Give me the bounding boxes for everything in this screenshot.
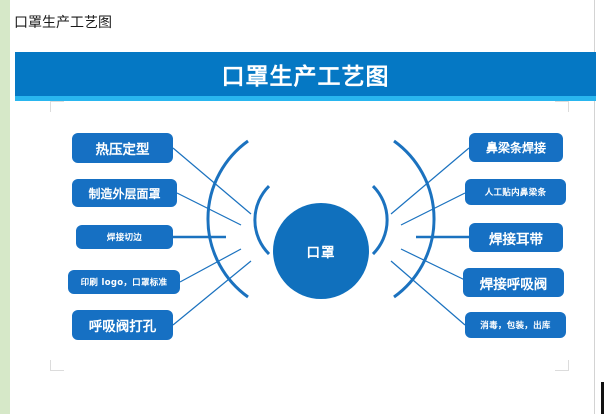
crop-mark-top-left: [50, 101, 64, 112]
diagram-center-node[interactable]: 口罩: [273, 203, 369, 299]
right-inner-arc: [371, 184, 389, 256]
left-connector-5: [172, 260, 252, 326]
crop-mark-bottom-right: [555, 360, 569, 371]
process-node-left-2[interactable]: 制造外层面罩: [72, 179, 177, 207]
right-connector-1: [390, 147, 470, 215]
process-node-right-4[interactable]: 焊接呼吸阀: [463, 268, 564, 297]
process-node-right-2[interactable]: 人工贴内鼻梁条: [465, 179, 566, 205]
left-connector-1: [172, 147, 252, 215]
process-node-left-4[interactable]: 印刷 logo，口罩标准: [68, 270, 180, 294]
right-connector-2: [400, 192, 466, 226]
left-connector-2: [176, 192, 242, 226]
process-node-left-1[interactable]: 热压定型: [72, 133, 173, 163]
process-node-left-3[interactable]: 焊接切边: [76, 225, 173, 249]
right-connector-5: [390, 260, 466, 326]
process-node-right-5[interactable]: 消毒，包装，出库: [465, 312, 566, 338]
left-outer-arc: [206, 139, 249, 299]
process-diagram: 热压定型 制造外层面罩 焊接切边 印刷 logo，口罩标准 呼吸阀打孔 鼻梁条焊…: [20, 101, 604, 371]
scrollbar-thumb[interactable]: [601, 382, 604, 414]
crop-mark-bottom-left: [50, 360, 64, 371]
title-bar-accent-stripe: [15, 96, 596, 101]
crop-mark-top-right: [555, 101, 569, 112]
document-canvas: 口罩生产工艺图 口罩生产工艺图 热压定型: [10, 0, 596, 414]
diagram-connectors: [172, 139, 470, 326]
page-title: 口罩生产工艺图: [14, 15, 112, 31]
left-margin-strip: [0, 0, 10, 414]
process-node-right-1[interactable]: 鼻梁条焊接: [469, 133, 563, 162]
process-node-left-5[interactable]: 呼吸阀打孔: [72, 310, 173, 340]
right-connector-4: [400, 248, 470, 283]
process-node-right-3[interactable]: 焊接耳带: [469, 223, 563, 252]
diagram-title-bar: 口罩生产工艺图: [15, 52, 596, 96]
left-inner-arc: [253, 184, 271, 256]
diagram-title: 口罩生产工艺图: [221, 64, 390, 90]
left-connector-4: [179, 248, 242, 283]
